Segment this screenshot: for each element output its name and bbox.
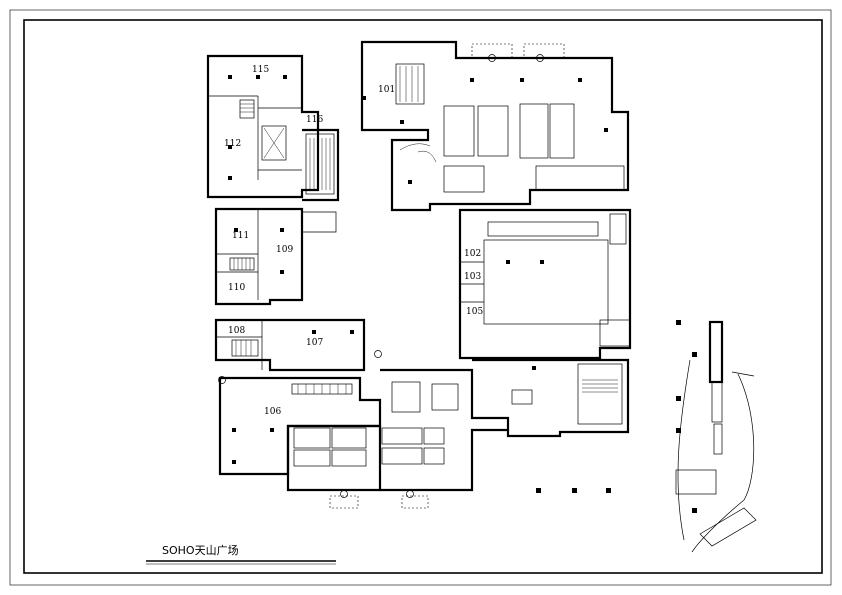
block-102-105: [458, 208, 632, 360]
block-107-108: [214, 318, 366, 372]
east-block: [472, 358, 630, 493]
room-label-106: 106: [264, 407, 281, 417]
room-label-115: 115: [252, 65, 269, 75]
room-label-109: 109: [276, 245, 293, 255]
room-label-111: 111: [232, 231, 249, 241]
room-label-107: 107: [306, 338, 323, 348]
block-101: [360, 40, 630, 212]
room-label-101: 101: [378, 85, 395, 95]
room-label-108: 108: [228, 326, 245, 336]
room-label-110: 110: [228, 283, 245, 293]
room-label-105: 105: [466, 307, 483, 317]
drawing-title: SOHO天山广场: [162, 543, 239, 557]
block-109-111: [214, 207, 337, 306]
room-label-103: 103: [464, 272, 481, 282]
room-label-116: 116: [306, 115, 323, 125]
south-block: [286, 350, 510, 509]
outer-border: [9, 9, 832, 586]
room-label-102: 102: [464, 249, 481, 259]
block-112-115: [206, 54, 340, 202]
inner-border: [23, 19, 823, 574]
tower-core-detail: [675, 320, 757, 553]
room-label-112: 112: [224, 139, 241, 149]
